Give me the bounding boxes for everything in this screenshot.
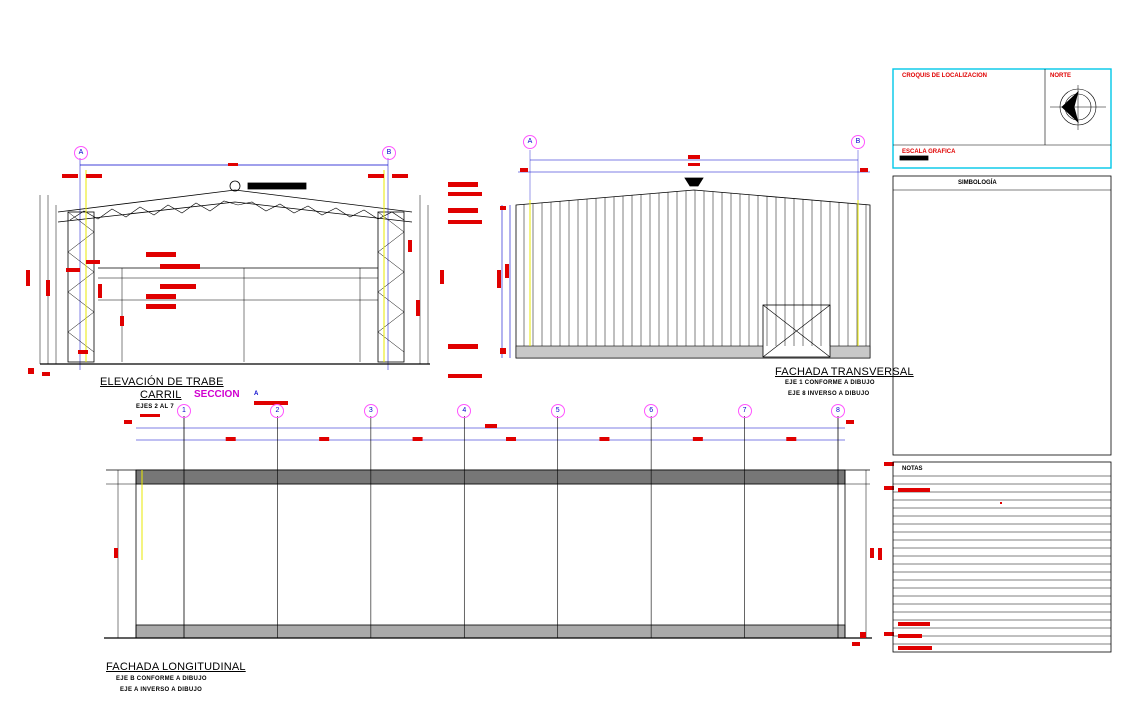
longitudinal-facade-note-2: EJE A INVERSO A DIBUJO xyxy=(120,687,203,693)
section-label: SECCION xyxy=(194,389,240,400)
span-dimension-mark xyxy=(225,437,236,441)
axis-bubble-1: 1 xyxy=(177,404,191,418)
longitudinal-facade-note-1: EJE B CONFORME A DIBUJO xyxy=(116,676,207,682)
longitudinal-facade-title: FACHADA LONGITUDINAL xyxy=(106,661,246,673)
axis-bubble-6: 6 xyxy=(644,404,659,418)
span-dimension-mark xyxy=(599,437,610,441)
notes-label: NOTAS xyxy=(902,466,923,472)
span-dimension-mark xyxy=(319,437,330,441)
axis-bubble-a-cross: A xyxy=(74,146,88,160)
transverse-red-annotations xyxy=(497,155,868,354)
axis-bubble-4: 4 xyxy=(457,404,472,418)
graphic-scale-label: ESCALA GRAFICA xyxy=(902,149,956,155)
axis-bubble-5: 5 xyxy=(550,404,565,418)
cross-section-axes-note: EJES 2 AL 7 xyxy=(136,404,174,410)
span-dimension-mark xyxy=(412,437,423,441)
longitudinal-facade xyxy=(104,416,872,639)
symbology-label: SIMBOLOGÍA xyxy=(958,180,997,186)
axis-bubble-7: 7 xyxy=(737,404,752,418)
transverse-facade-note-1: EJE 1 CONFORME A DIBUJO xyxy=(785,380,875,386)
axis-bubble-2: 2 xyxy=(270,404,285,418)
cross-section-title: ELEVACIÓN DE TRABE xyxy=(100,376,224,388)
transverse-facade xyxy=(501,150,871,359)
span-dimension-mark xyxy=(692,437,703,441)
axis-bubble-8: 8 xyxy=(831,404,845,418)
title-block-red-annotations xyxy=(878,488,1002,650)
north-label: NORTE xyxy=(1050,73,1071,79)
cross-section-subtitle: CARRIL xyxy=(140,389,182,401)
axis-bubble-a-transverse: A xyxy=(523,135,537,149)
longitudinal-red-annotations xyxy=(114,401,894,646)
cross-section-red-annotations xyxy=(26,163,482,378)
cross-section-elevation xyxy=(39,158,430,370)
axis-bubble-b-transverse: B xyxy=(851,135,865,149)
title-block xyxy=(892,68,1112,653)
location-sketch-label: CROQUIS DE LOCALIZACION xyxy=(902,73,987,79)
section-mark: A xyxy=(254,391,259,397)
axis-bubble-3: 3 xyxy=(363,404,378,418)
span-dimension-mark xyxy=(506,437,516,441)
axis-bubble-b-cross: B xyxy=(382,146,396,160)
transverse-facade-note-2: EJE 8 INVERSO A DIBUJO xyxy=(788,391,870,397)
span-dimension-mark xyxy=(786,437,797,441)
transverse-facade-title: FACHADA TRANSVERSAL xyxy=(775,366,914,378)
